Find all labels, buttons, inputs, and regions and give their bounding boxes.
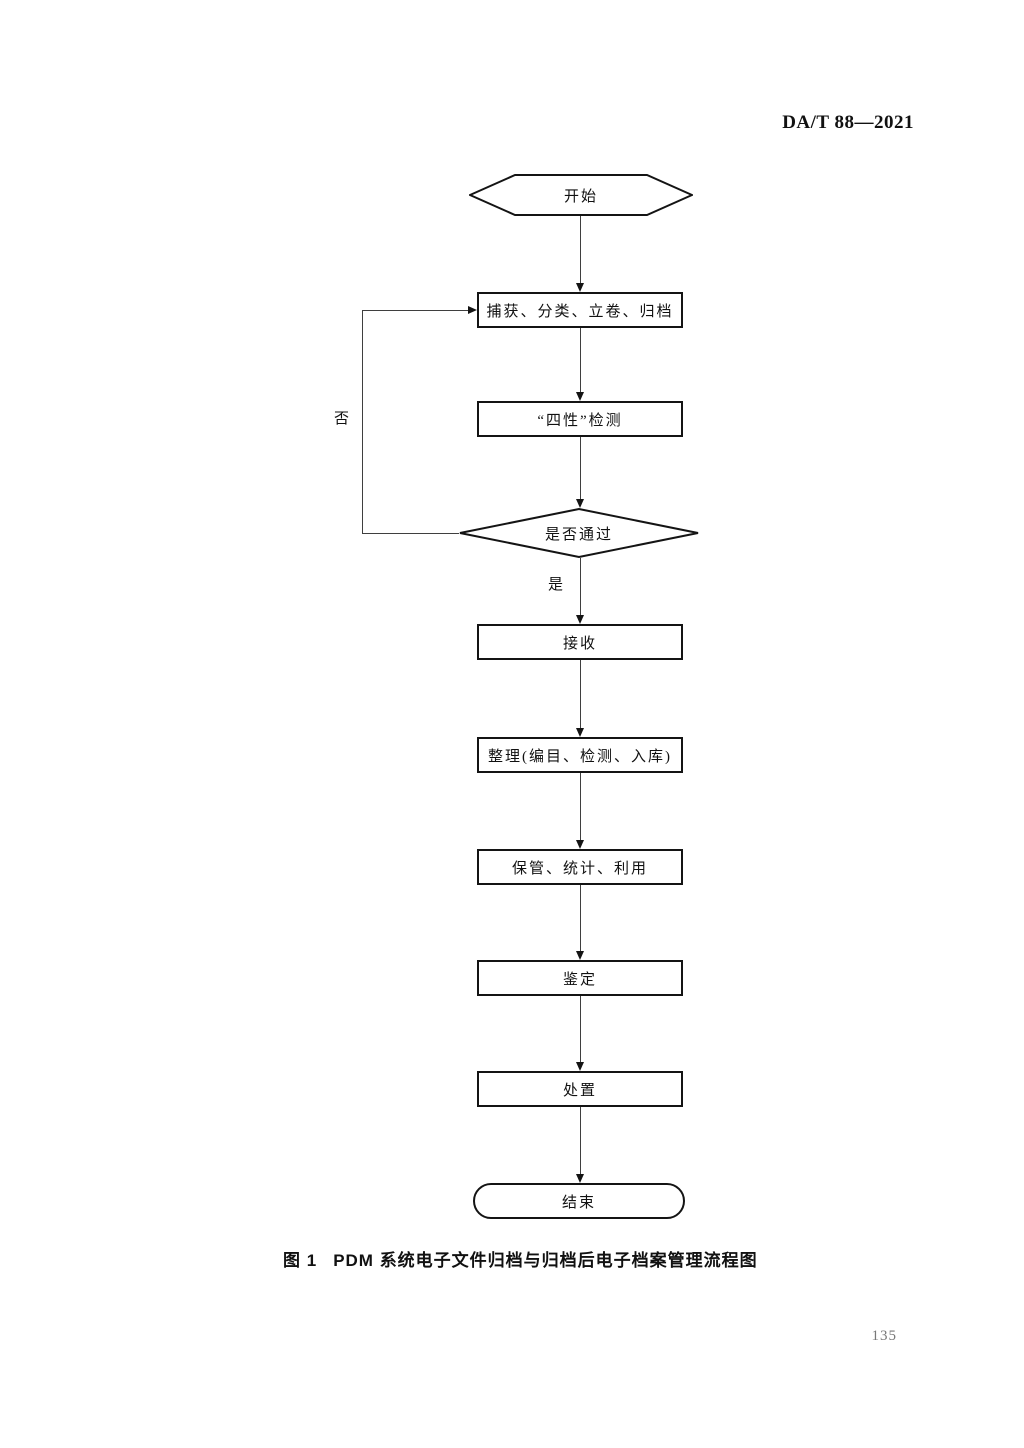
- arrowhead-organize: [576, 728, 584, 737]
- node-label-dispose: 处置: [562, 1082, 597, 1099]
- flowchart-node-end: 结束: [473, 1183, 685, 1219]
- standard-code: DA/T 88—2021: [782, 112, 914, 133]
- node-label-start: 开始: [563, 188, 598, 205]
- flowchart-node-start: 开始: [469, 174, 693, 216]
- node-label-four-checks: “四性”检测: [537, 412, 623, 429]
- figure-caption-label: 图 1: [283, 1251, 318, 1270]
- connector-no-vertical: [362, 310, 363, 533]
- flowchart-node-appraise: 鉴定: [477, 960, 683, 996]
- connector-capture-fourchecks: [580, 328, 581, 393]
- node-label-organize: 整理(编目、检测、入库): [488, 748, 672, 765]
- connector-fourchecks-decision: [580, 437, 581, 500]
- node-label-end: 结束: [561, 1194, 596, 1211]
- flowchart-node-receive: 接收: [477, 624, 683, 660]
- hexagon-shape: [469, 174, 693, 216]
- connector-receive-organize: [580, 660, 581, 729]
- arrowhead-fourchecks: [576, 392, 584, 401]
- connector-keep-appraise: [580, 885, 581, 952]
- arrowhead-keep: [576, 840, 584, 849]
- arrowhead-receive: [576, 615, 584, 624]
- flowchart-node-capture: 捕获、分类、立卷、归档: [477, 292, 683, 328]
- diamond-shape: [459, 508, 699, 558]
- figure-caption-title: PDM 系统电子文件归档与归档后电子档案管理流程图: [333, 1251, 758, 1270]
- connector-no-bottom: [362, 533, 459, 534]
- flowchart-node-dispose: 处置: [477, 1071, 683, 1107]
- node-label-receive: 接收: [562, 635, 597, 652]
- node-label-capture: 捕获、分类、立卷、归档: [486, 303, 674, 320]
- node-label-decision: 是否通过: [544, 526, 613, 543]
- connector-decision-receive: [580, 558, 581, 616]
- arrowhead-no-into-capture: [468, 306, 477, 314]
- arrowhead-capture: [576, 283, 584, 292]
- flowchart-node-decision: 是否通过: [459, 508, 699, 558]
- node-label-keep: 保管、统计、利用: [511, 860, 648, 877]
- connector-organize-keep: [580, 773, 581, 841]
- connector-start-capture: [580, 216, 581, 284]
- arrowhead-decision: [576, 499, 584, 508]
- branch-label-no: 否: [332, 407, 352, 428]
- arrowhead-end: [576, 1174, 584, 1183]
- node-label-appraise: 鉴定: [562, 971, 597, 988]
- figure-caption: 图 1 PDM 系统电子文件归档与归档后电子档案管理流程图: [283, 1246, 758, 1271]
- page-number: 135: [871, 1328, 897, 1344]
- flowchart-node-organize: 整理(编目、检测、入库): [477, 737, 683, 773]
- flowchart-node-keep: 保管、统计、利用: [477, 849, 683, 885]
- connector-dispose-end: [580, 1107, 581, 1174]
- flowchart-node-four-checks: “四性”检测: [477, 401, 683, 437]
- arrowhead-appraise: [576, 951, 584, 960]
- branch-label-yes: 是: [546, 573, 566, 594]
- arrowhead-dispose: [576, 1062, 584, 1071]
- connector-appraise-dispose: [580, 996, 581, 1062]
- connector-no-top: [362, 310, 468, 311]
